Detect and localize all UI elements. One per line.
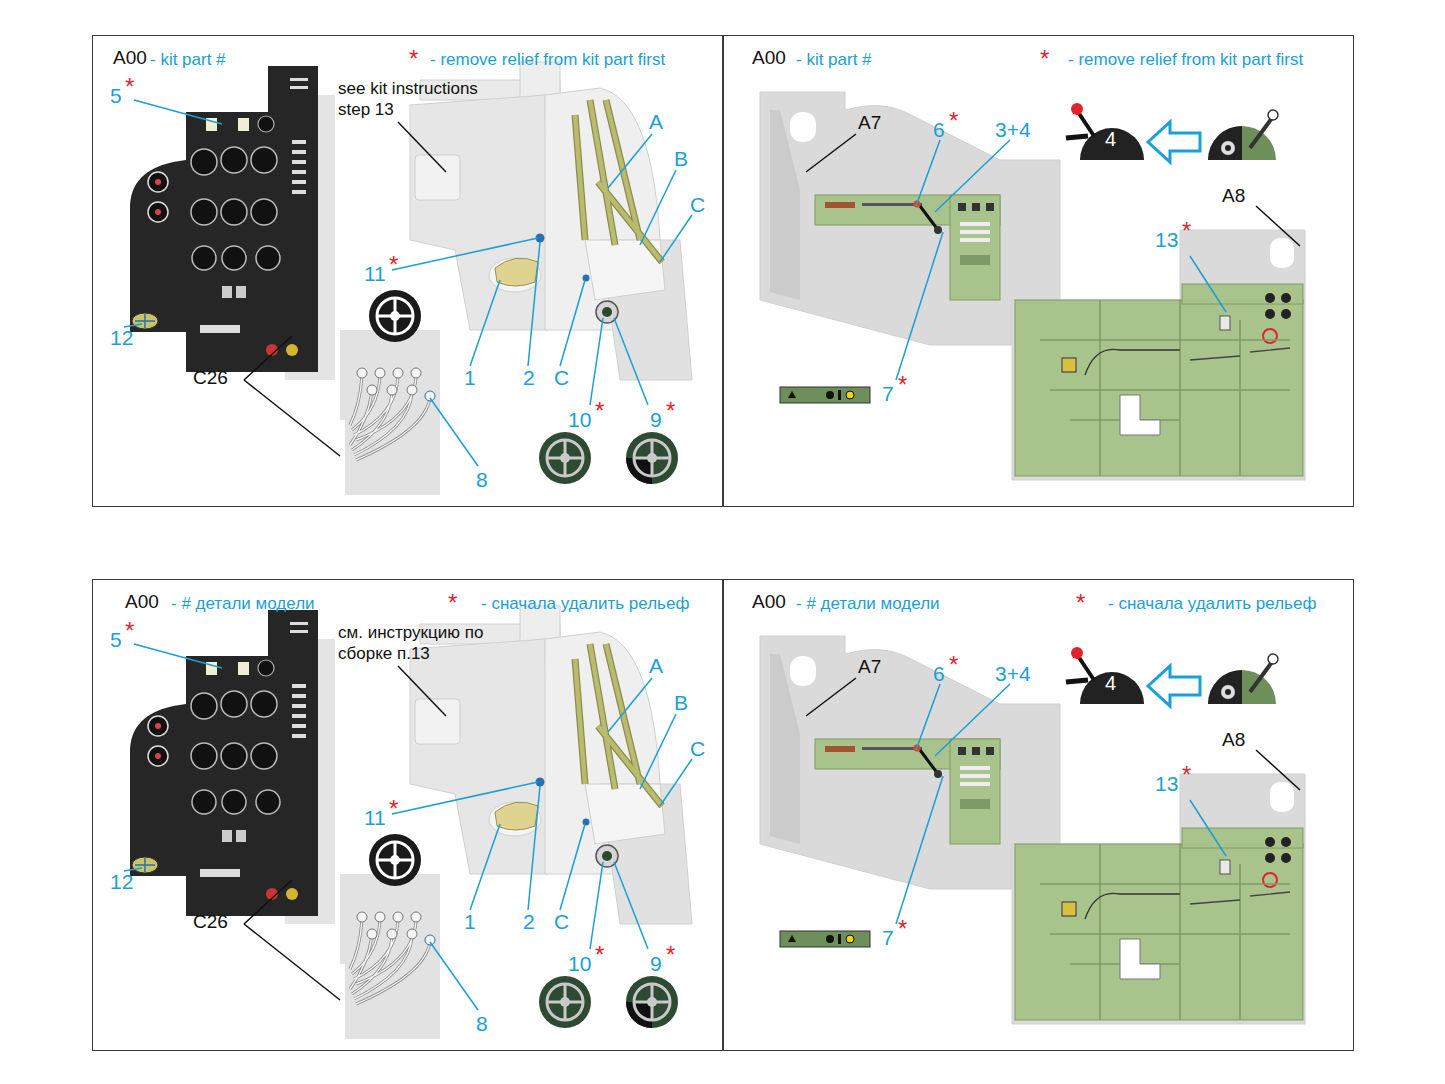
callout-number: 9: [650, 408, 662, 431]
callout-number: 13: [1155, 228, 1178, 251]
header-note: - remove relief from kit part first: [430, 51, 665, 70]
relief-mark: *: [898, 916, 907, 942]
relief-mark: *: [595, 942, 604, 968]
part-name: C26: [193, 912, 228, 933]
callout-number: 2: [523, 910, 535, 933]
relief-mark: *: [1040, 46, 1049, 72]
callout-number: A: [649, 654, 663, 677]
assembly-note: см. инструкцию по сборке п.13: [338, 622, 484, 665]
relief-mark: *: [1076, 590, 1085, 616]
header-code: A00: [752, 592, 786, 613]
relief-mark: *: [666, 398, 675, 424]
callout-number: 10: [568, 952, 591, 975]
header-note: - remove relief from kit part first: [1068, 51, 1303, 70]
header-code: A00: [113, 48, 147, 69]
relief-mark: *: [949, 652, 958, 678]
callout-number: 3+4: [995, 662, 1031, 685]
callout-number: 1: [464, 366, 476, 389]
relief-mark: *: [389, 252, 398, 278]
relief-mark: *: [125, 618, 134, 644]
callout-number: 11: [364, 806, 386, 829]
callout-number: 2: [523, 366, 535, 389]
assembly-note: see kit instructions step 13: [338, 78, 506, 121]
part-name: A8: [1222, 730, 1245, 751]
callout-number: 3+4: [995, 118, 1031, 141]
callout-number: C: [554, 366, 569, 389]
callout-number: C: [690, 737, 705, 760]
instruction-row: [124, 606, 1305, 1039]
callout-number: 9: [650, 952, 662, 975]
callout-number: 12: [110, 326, 133, 349]
header-note: - # детали модели: [796, 595, 940, 614]
part-name: A7: [858, 657, 881, 678]
relief-mark: *: [1182, 762, 1191, 788]
callout-number: B: [674, 147, 688, 170]
callout-number: 7: [882, 382, 894, 405]
relief-mark: *: [448, 590, 457, 616]
instruction-row: [124, 62, 1305, 495]
part-name: A7: [858, 113, 881, 134]
instruction-panel: A00 - kit part # * - remove relief from kit…: [723, 35, 1354, 507]
icon-number: 4: [1105, 672, 1116, 694]
callout-number: 8: [476, 468, 488, 491]
part-name: C26: [193, 368, 228, 389]
header-code: A00: [125, 592, 159, 613]
callout-number: 13: [1155, 772, 1178, 795]
relief-mark: *: [389, 796, 398, 822]
header-note: - сначала удалить рельеф: [1108, 595, 1316, 614]
icon-number: 4: [1105, 128, 1116, 150]
relief-mark: *: [949, 108, 958, 134]
callout-number: 6: [933, 662, 945, 685]
instruction-panel: A00 - # детали модели * - сначала удалить р…: [723, 579, 1354, 1051]
relief-mark: *: [898, 372, 907, 398]
relief-mark: *: [1182, 218, 1191, 244]
callout-number: 10: [568, 408, 591, 431]
callout-number: A: [649, 110, 663, 133]
callout-number: 5: [110, 628, 122, 651]
callout-number: 5: [110, 84, 122, 107]
callout-number: 8: [476, 1012, 488, 1035]
header-code: A00: [752, 48, 786, 69]
relief-mark: *: [125, 74, 134, 100]
header-note: - kit part #: [796, 51, 872, 70]
callout-number: B: [674, 691, 688, 714]
callout-number: 12: [110, 870, 133, 893]
relief-mark: *: [409, 46, 418, 72]
callout-number: 11: [364, 262, 386, 285]
header-note: - сначала удалить рельеф: [481, 595, 689, 614]
header-note: - # детали модели: [171, 595, 315, 614]
relief-mark: *: [595, 398, 604, 424]
callout-number: C: [690, 193, 705, 216]
callout-number: 6: [933, 118, 945, 141]
callout-number: 7: [882, 926, 894, 949]
callout-number: 1: [464, 910, 476, 933]
relief-mark: *: [666, 942, 675, 968]
instruction-panel: A00- kit part # * - remove relief from kit…: [92, 35, 723, 507]
callout-number: C: [554, 910, 569, 933]
header-note: - kit part #: [150, 51, 226, 70]
part-name: A8: [1222, 186, 1245, 207]
